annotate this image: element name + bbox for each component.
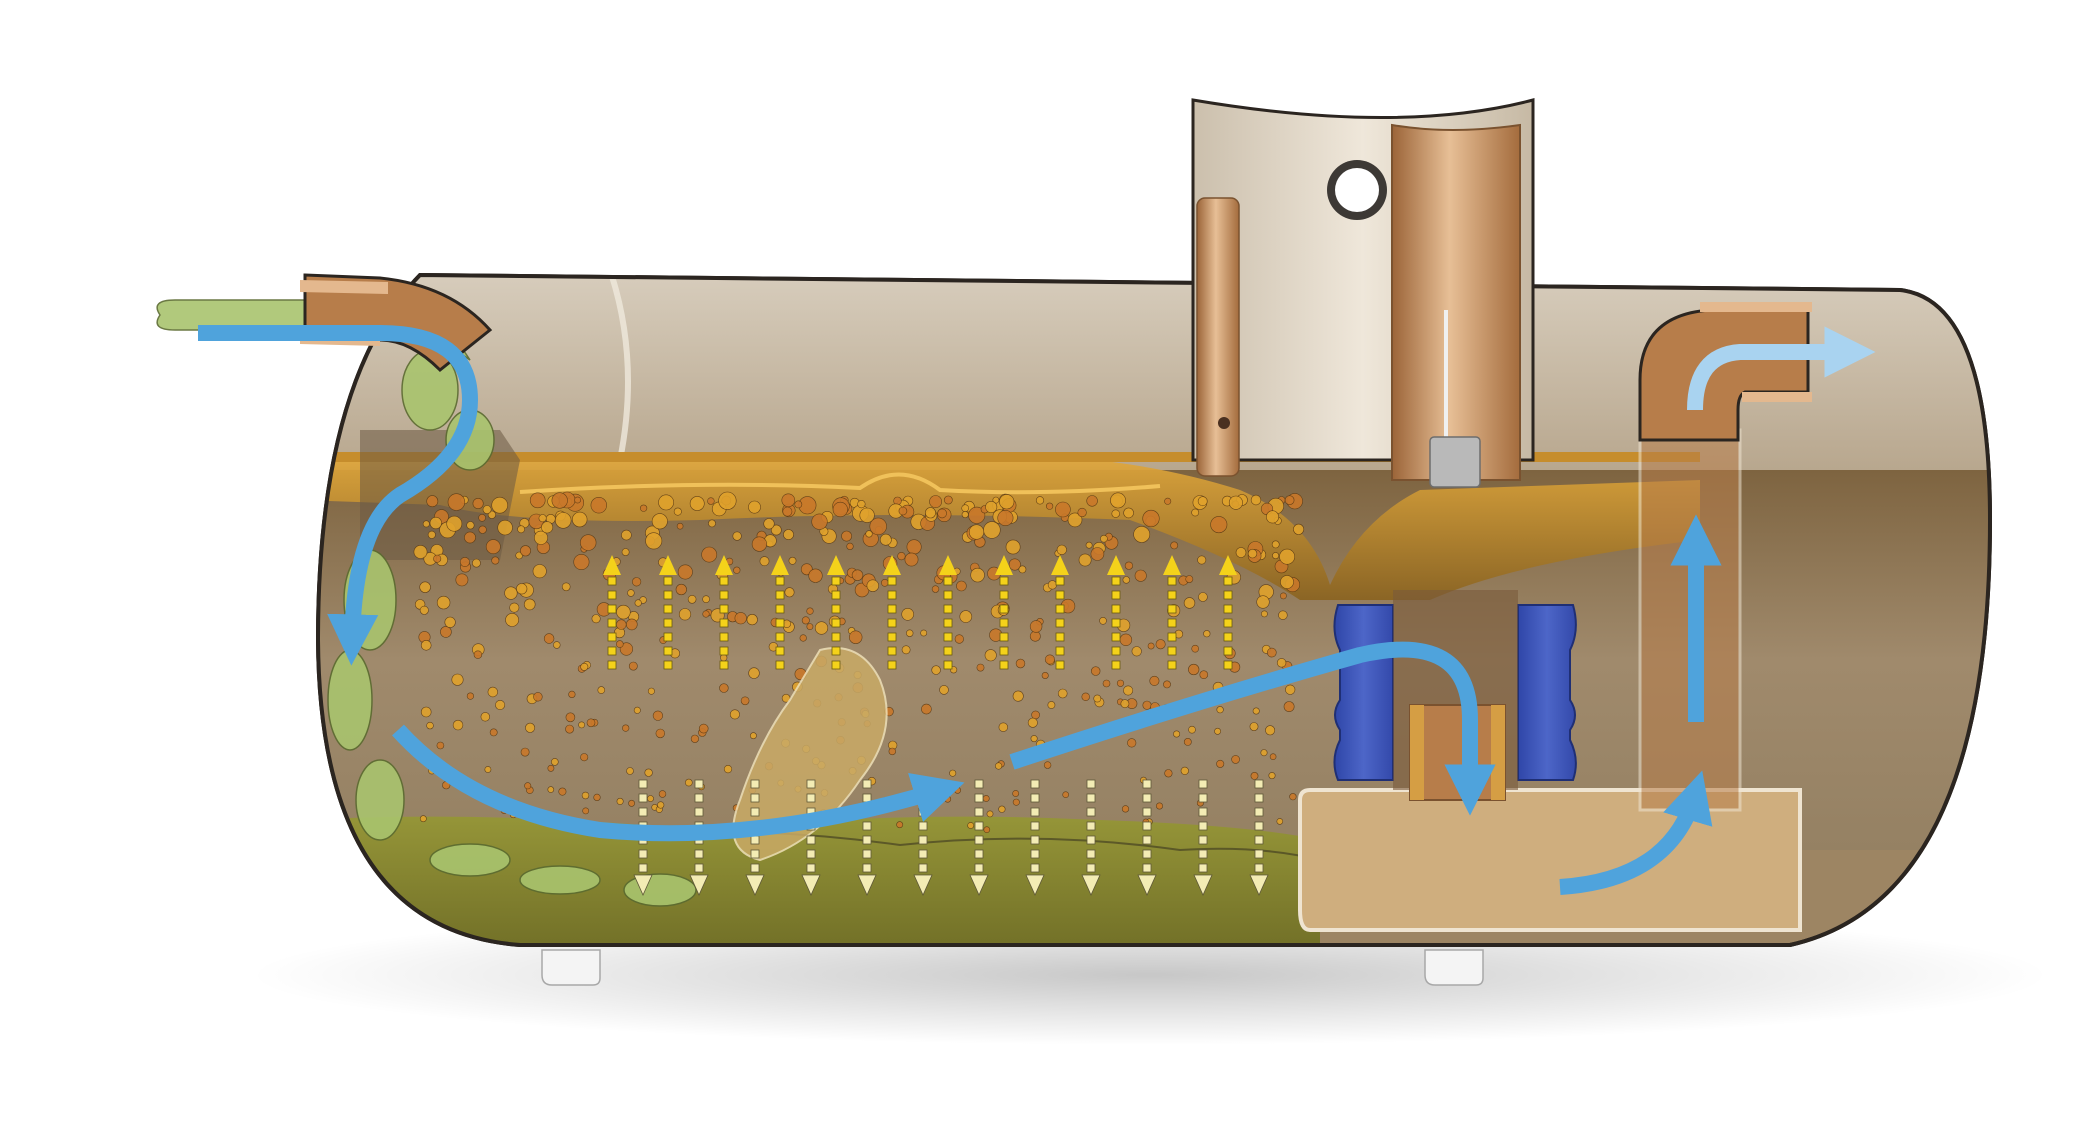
- flow-arrow-exit: [1687, 326, 1876, 411]
- oil-rise-arrow: [995, 555, 1013, 670]
- float-valve: [1429, 436, 1481, 488]
- solids-settle-arrow: [1193, 779, 1213, 896]
- flow-arrow-to-coalescer: [1009, 641, 1496, 816]
- flow-arrow-inlet: [198, 325, 479, 666]
- access-shaft: [1191, 98, 1535, 488]
- oil-rise-arrow: [1163, 555, 1181, 670]
- oil-rise-arrow: [771, 555, 789, 670]
- oil-rise-arrow: [1219, 555, 1237, 670]
- oil-droplets: [413, 491, 1305, 834]
- solids-settle-arrow: [857, 779, 877, 896]
- oil-rise-arrow: [1107, 555, 1125, 670]
- flow-arrows: [198, 325, 1876, 895]
- oil-rise-arrow: [1051, 555, 1069, 670]
- oil-rise-arrows: [603, 555, 1237, 670]
- oil-rise-arrow: [939, 555, 957, 670]
- solids-settle-arrow: [1249, 779, 1269, 896]
- flow-arrow-bottom: [392, 724, 965, 842]
- oil-layer: [318, 455, 1700, 600]
- solids-settle-arrow: [1137, 779, 1157, 896]
- oil-blob: [732, 647, 888, 862]
- solids-settle-arrow: [1081, 779, 1101, 896]
- solids-settle-arrow: [969, 779, 989, 896]
- float-valve-column: [1391, 123, 1521, 481]
- sample-tube: [1196, 197, 1240, 477]
- solids-settle-arrow: [1025, 779, 1045, 896]
- oil-rise-arrow: [715, 555, 733, 670]
- flow-arrow-riser-curve: [1559, 770, 1713, 895]
- oil-rise-arrow: [827, 555, 845, 670]
- oil-rise-arrow: [659, 555, 677, 670]
- coalescer: [1333, 590, 1577, 801]
- oil-rise-arrow: [883, 555, 901, 670]
- oil-rise-arrow: [603, 555, 621, 670]
- support-feet: [541, 949, 1484, 986]
- closure-sleeve: [1409, 704, 1506, 801]
